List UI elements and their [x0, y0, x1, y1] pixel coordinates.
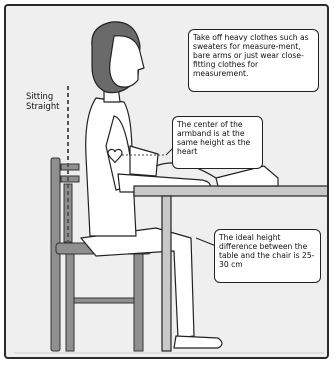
table-top [134, 186, 329, 196]
armband-height-callout: The center of the armband is at the same… [172, 116, 263, 169]
clothing-advice-callout: Take off heavy clothes such as sweaters … [188, 29, 319, 92]
table-chair-height-callout: The ideal height difference between the … [214, 229, 321, 283]
chair-back-slat [61, 164, 79, 170]
illustration-frame: Sitting Straight Take off heavy clothes … [4, 4, 329, 359]
chair-back-leg [51, 158, 60, 351]
chair-leg [134, 254, 143, 351]
straight-label-line: Straight [26, 101, 59, 111]
height-callout-pointer [196, 238, 216, 246]
blood-pressure-monitor-icon [216, 166, 278, 186]
table-leg [162, 196, 171, 351]
chair-rung [74, 298, 134, 303]
sitting-label-line: Sitting [26, 91, 59, 101]
armband-cuff [130, 146, 158, 176]
sitting-straight-label: Sitting Straight [26, 91, 59, 111]
person-shoe [174, 336, 222, 348]
chair-leg [66, 254, 74, 351]
chair-back-slat [61, 176, 79, 182]
